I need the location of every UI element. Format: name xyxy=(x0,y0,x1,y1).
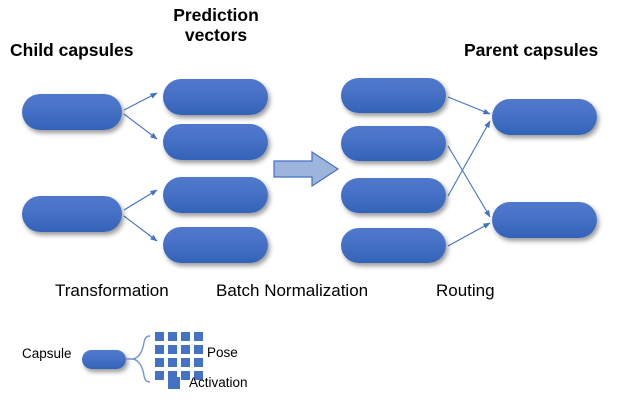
normalized-capsule-2[interactable] xyxy=(341,126,446,161)
pose-cell xyxy=(168,345,177,354)
connector-child1-pred2 xyxy=(123,113,158,140)
pose-cell xyxy=(194,332,203,341)
prediction-vector-capsule-1[interactable] xyxy=(163,79,268,115)
connector-child1-pred1 xyxy=(123,92,158,111)
pose-cell xyxy=(168,371,177,380)
pose-cell xyxy=(181,358,190,367)
pose-cell xyxy=(155,332,164,341)
legend-pose-grid xyxy=(155,332,203,380)
child-capsule-2[interactable] xyxy=(22,196,122,232)
legend-activation-square xyxy=(168,377,180,389)
pose-cell xyxy=(155,371,164,380)
header-prediction-vectors: Prediction vectors xyxy=(173,5,259,45)
connector-child2-pred3 xyxy=(123,189,158,211)
header-child-capsules: Child capsules xyxy=(10,40,134,60)
pose-cell xyxy=(194,371,203,380)
legend-pose-label: Pose xyxy=(207,345,238,360)
stage-label-batch-normalization: Batch Normalization xyxy=(216,281,369,300)
pose-cell xyxy=(168,332,177,341)
pose-cell xyxy=(194,358,203,367)
connector-norm4-parent2 xyxy=(447,222,491,247)
legend-brace-icon xyxy=(126,335,151,383)
connector-norm2-parent2 xyxy=(447,145,491,218)
prediction-vector-capsule-3[interactable] xyxy=(163,177,268,213)
parent-capsule-1[interactable] xyxy=(492,99,597,135)
normalized-capsule-4[interactable] xyxy=(341,228,446,263)
header-parent-capsules: Parent capsules xyxy=(464,40,599,60)
connector-norm3-parent1 xyxy=(447,120,491,197)
batch-normalization-arrow-icon xyxy=(273,150,340,188)
pose-cell xyxy=(194,345,203,354)
connector-norm1-parent1 xyxy=(447,96,491,115)
pose-cell xyxy=(168,358,177,367)
pose-cell xyxy=(181,371,190,380)
connector-child2-pred4 xyxy=(123,215,158,242)
stage-label-transformation: Transformation xyxy=(55,281,169,300)
normalized-capsule-3[interactable] xyxy=(341,178,446,213)
parent-capsule-2[interactable] xyxy=(492,202,597,238)
prediction-vector-capsule-2[interactable] xyxy=(163,124,268,160)
legend-capsule-shape xyxy=(82,350,126,369)
legend-capsule-label: Capsule xyxy=(22,346,72,361)
prediction-vector-capsule-4[interactable] xyxy=(163,227,268,263)
pose-cell xyxy=(181,332,190,341)
pose-cell xyxy=(155,345,164,354)
child-capsule-1[interactable] xyxy=(22,94,122,130)
pose-cell xyxy=(155,358,164,367)
pose-cell xyxy=(181,345,190,354)
legend-activation-label: Activation xyxy=(189,375,248,390)
normalized-capsule-1[interactable] xyxy=(341,78,446,113)
stage-label-routing: Routing xyxy=(436,281,495,300)
